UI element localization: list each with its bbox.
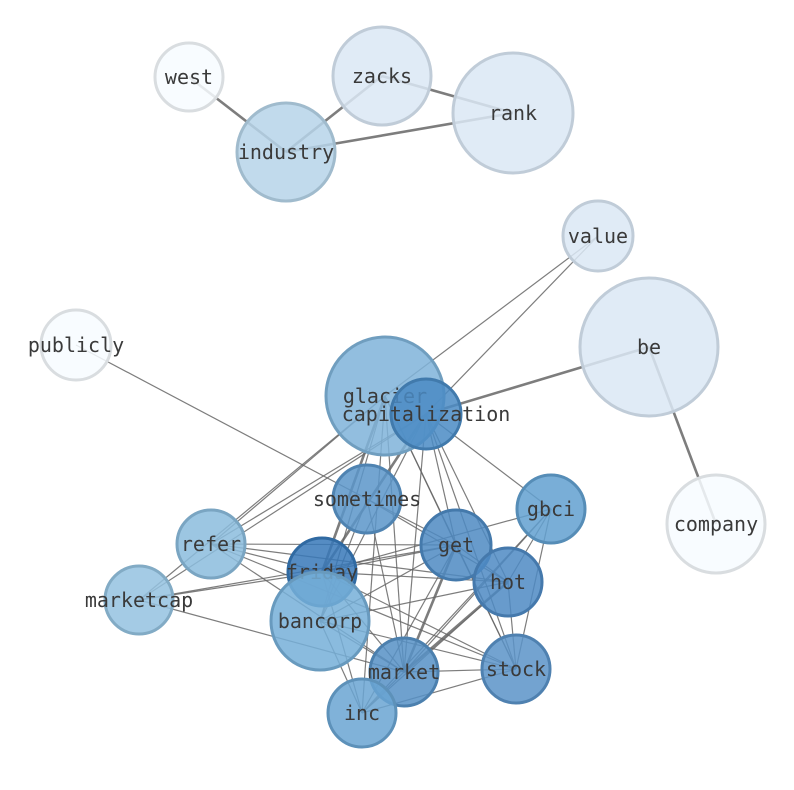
node-label-value: value — [568, 224, 628, 248]
node-company: company — [665, 473, 767, 575]
edge-value-capitalization — [425, 235, 599, 415]
node-get: get — [419, 508, 493, 582]
node-rank: rank — [451, 51, 575, 175]
node-zacks: zacks — [331, 25, 433, 127]
node-label-rank: rank — [489, 101, 537, 125]
node-label-market: market — [368, 660, 440, 684]
node-gbci: gbci — [515, 473, 587, 545]
node-circle-west — [153, 41, 225, 113]
node-stock: stock — [480, 633, 552, 705]
node-label-west: west — [165, 65, 213, 89]
node-circle-sometimes — [331, 463, 403, 535]
node-refer: refer — [175, 508, 247, 580]
node-circle-hot — [472, 546, 544, 618]
node-label-refer: refer — [181, 532, 241, 556]
node-publicly: publicly — [28, 308, 124, 382]
node-label-hot: hot — [490, 570, 526, 594]
node-circle-industry — [235, 101, 337, 203]
node-industry: industry — [235, 101, 337, 203]
node-label-inc: inc — [344, 701, 380, 725]
node-circle-gbci — [515, 473, 587, 545]
node-circle-zacks — [331, 25, 433, 127]
node-circle-be — [578, 276, 720, 418]
node-circle-refer — [175, 508, 247, 580]
node-circle-publicly — [39, 308, 113, 382]
node-circle-inc — [326, 677, 398, 749]
node-label-stock: stock — [486, 657, 546, 681]
node-circle-marketcap — [103, 564, 175, 636]
node-label-gbci: gbci — [527, 497, 575, 521]
node-circle-get — [419, 508, 493, 582]
node-marketcap: marketcap — [85, 564, 193, 636]
node-label-capitalization: capitalization — [342, 402, 511, 426]
edge-capitalization-market — [403, 413, 427, 673]
node-circle-stock — [480, 633, 552, 705]
node-label-bancorp: bancorp — [278, 609, 362, 633]
node-value: value — [561, 199, 635, 273]
node-hot: hot — [472, 546, 544, 618]
node-label-marketcap: marketcap — [85, 588, 193, 612]
node-label-industry: industry — [238, 140, 334, 164]
node-west: west — [153, 41, 225, 113]
edge-publicly-sometimes — [75, 344, 368, 500]
node-sometimes: sometimes — [313, 463, 421, 535]
node-label-publicly: publicly — [28, 333, 124, 357]
node-label-be: be — [637, 335, 661, 359]
node-circle-company — [665, 473, 767, 575]
node-label-get: get — [438, 533, 474, 557]
node-label-sometimes: sometimes — [313, 487, 421, 511]
node-layer: west zacks rank industry value publicly be comp… — [28, 25, 767, 749]
node-circle-rank — [451, 51, 575, 175]
node-label-company: company — [674, 512, 758, 536]
node-circle-capitalization — [389, 377, 463, 451]
node-circle-bancorp — [269, 570, 371, 672]
node-label-zacks: zacks — [352, 64, 412, 88]
node-bancorp: bancorp — [269, 570, 371, 672]
node-inc: inc — [326, 677, 398, 749]
edge-marketcap-market — [138, 599, 405, 673]
node-circle-value — [561, 199, 635, 273]
node-be: be — [578, 276, 720, 418]
node-capitalization: capitalization — [342, 377, 511, 451]
